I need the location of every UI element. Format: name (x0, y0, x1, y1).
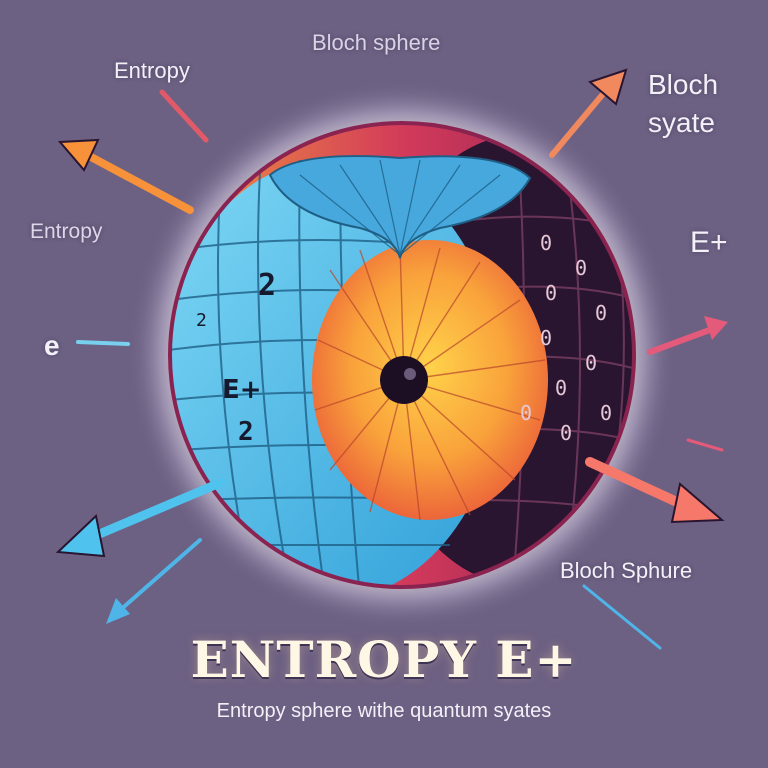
arrow-bottom-left-cyan (55, 477, 227, 558)
arrow-right-orange (585, 457, 725, 524)
glyph-left-3: 2 (196, 310, 207, 331)
svg-text:0: 0 (585, 351, 597, 375)
arrow-right-pink (647, 316, 728, 355)
arrow-left-e (76, 340, 130, 346)
glyph-left-e: E+ (222, 375, 262, 405)
arrow-bottom-right-small (582, 584, 662, 650)
glyph-left-1: 2 (258, 268, 276, 303)
arrow-top-right (549, 68, 628, 158)
dark-side-glyphs: 0 0 0 0 0 0 0 0 0 0 (520, 231, 612, 445)
arrow-top-left-orange (57, 138, 194, 214)
arrow-top-left-small (159, 89, 209, 143)
label-top-right: Bloch syate (648, 69, 719, 138)
svg-text:0: 0 (575, 256, 587, 280)
sphere-rim (168, 121, 636, 589)
top-petal (268, 155, 532, 259)
label-top-left: Entropy (114, 58, 190, 83)
arrow-bottom-left-small (106, 538, 202, 624)
svg-text:0: 0 (520, 401, 532, 425)
main-title: ENTROPY E+ (190, 630, 578, 689)
svg-text:0: 0 (555, 376, 567, 400)
label-mid-left: Entropy (30, 220, 103, 243)
subtitle: Entropy sphere withe quantum syates (216, 700, 552, 722)
svg-text:0: 0 (545, 281, 557, 305)
sphere-body (170, 123, 634, 587)
label-top-center: Bloch sphere (312, 30, 441, 55)
svg-text:0: 0 (540, 326, 552, 350)
arrow-right-small (686, 438, 724, 452)
orange-core (312, 240, 548, 520)
svg-text:0: 0 (560, 421, 572, 445)
svg-text:0: 0 (540, 231, 552, 255)
label-left-e: e (44, 330, 60, 361)
label-right-e: E+ (690, 226, 728, 259)
svg-text:0: 0 (600, 401, 612, 425)
label-bottom-right: Bloch Sphure (560, 558, 693, 583)
glyph-left-2: 2 (238, 417, 254, 447)
svg-text:0: 0 (595, 301, 607, 325)
core-center (380, 356, 428, 404)
